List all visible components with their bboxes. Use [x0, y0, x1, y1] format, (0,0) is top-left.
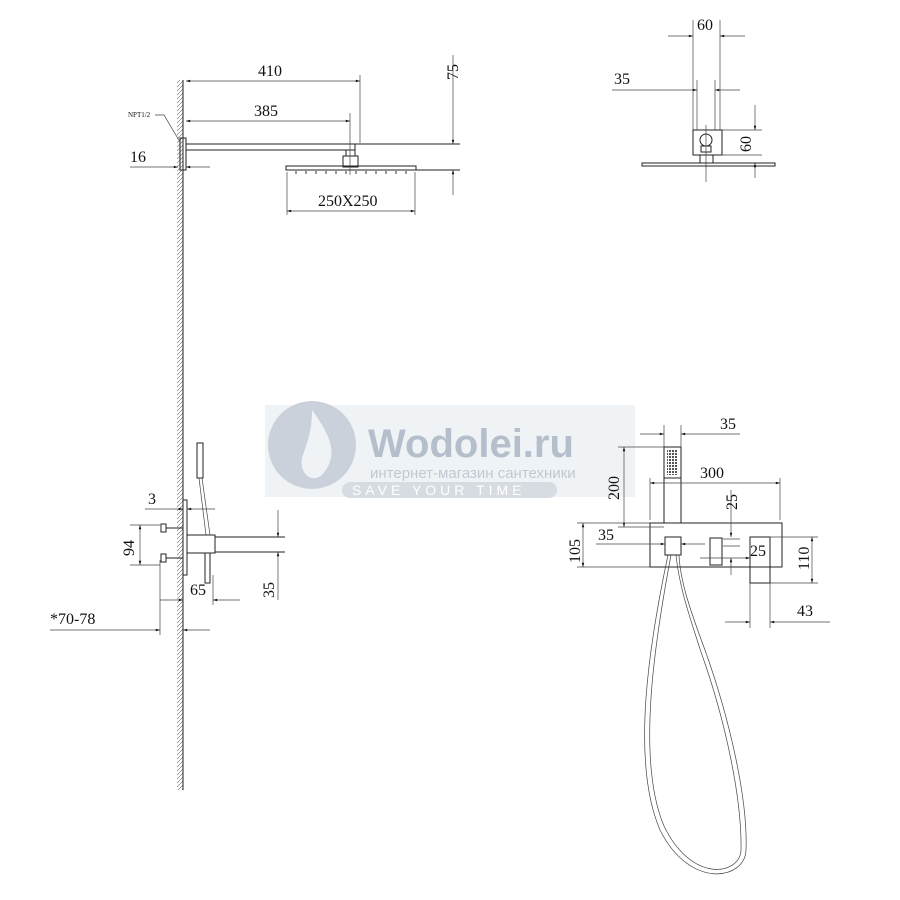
dim-spout: 35	[261, 582, 278, 598]
mixer-side-view: 3 94 35 65 *70-78	[50, 442, 285, 635]
shower-head	[285, 165, 417, 171]
dim-depth: 65	[190, 582, 206, 599]
dim-drop: 75	[445, 64, 462, 80]
watermark: Wodolei.ru интернет-магазин сантехники S…	[265, 401, 635, 498]
dim-plate-height: 105	[567, 539, 584, 563]
thread-label: NPT1/2	[128, 111, 151, 119]
dim-offset-horizontal: 25	[750, 543, 766, 560]
dim-hand-width: 35	[720, 416, 736, 433]
dim-head-size: 250X250	[318, 193, 378, 210]
dim-side-height: 60	[738, 136, 755, 152]
dim-install-depth: *70-78	[50, 611, 95, 628]
top-view: 410 385 16 NPT1/2 250X250 75	[128, 55, 462, 215]
dim-arm-center: 385	[254, 103, 278, 120]
mixer-front-view: 35 200 300 25 25 105 35 110 43	[567, 416, 830, 875]
dim-hand-height: 200	[606, 476, 623, 500]
watermark-subtitle: интернет-магазин сантехники	[370, 465, 576, 482]
mixer-plate	[649, 522, 783, 568]
dim-flange: 16	[130, 149, 146, 166]
dim-connector: 35	[598, 527, 614, 544]
dim-handles: 94	[121, 540, 138, 556]
dim-plate-width: 300	[700, 465, 724, 482]
dim-plate: 3	[148, 491, 156, 508]
dim-arm-length: 410	[258, 63, 282, 80]
dim-side-arm: 35	[614, 71, 630, 88]
dim-offset-vertical: 25	[724, 494, 741, 510]
hand-shower-side	[196, 442, 204, 479]
watermark-brand: Wodolei.ru	[368, 422, 574, 466]
side-view: 60 35 60	[612, 17, 776, 182]
dim-spout-height: 110	[796, 547, 813, 570]
wall	[177, 80, 184, 790]
dim-side-width: 60	[697, 17, 713, 34]
wall-flange	[179, 137, 187, 171]
watermark-slogan: SAVE YOUR TIME	[352, 482, 525, 498]
hose	[644, 554, 747, 875]
dim-spout-width: 43	[797, 603, 813, 620]
